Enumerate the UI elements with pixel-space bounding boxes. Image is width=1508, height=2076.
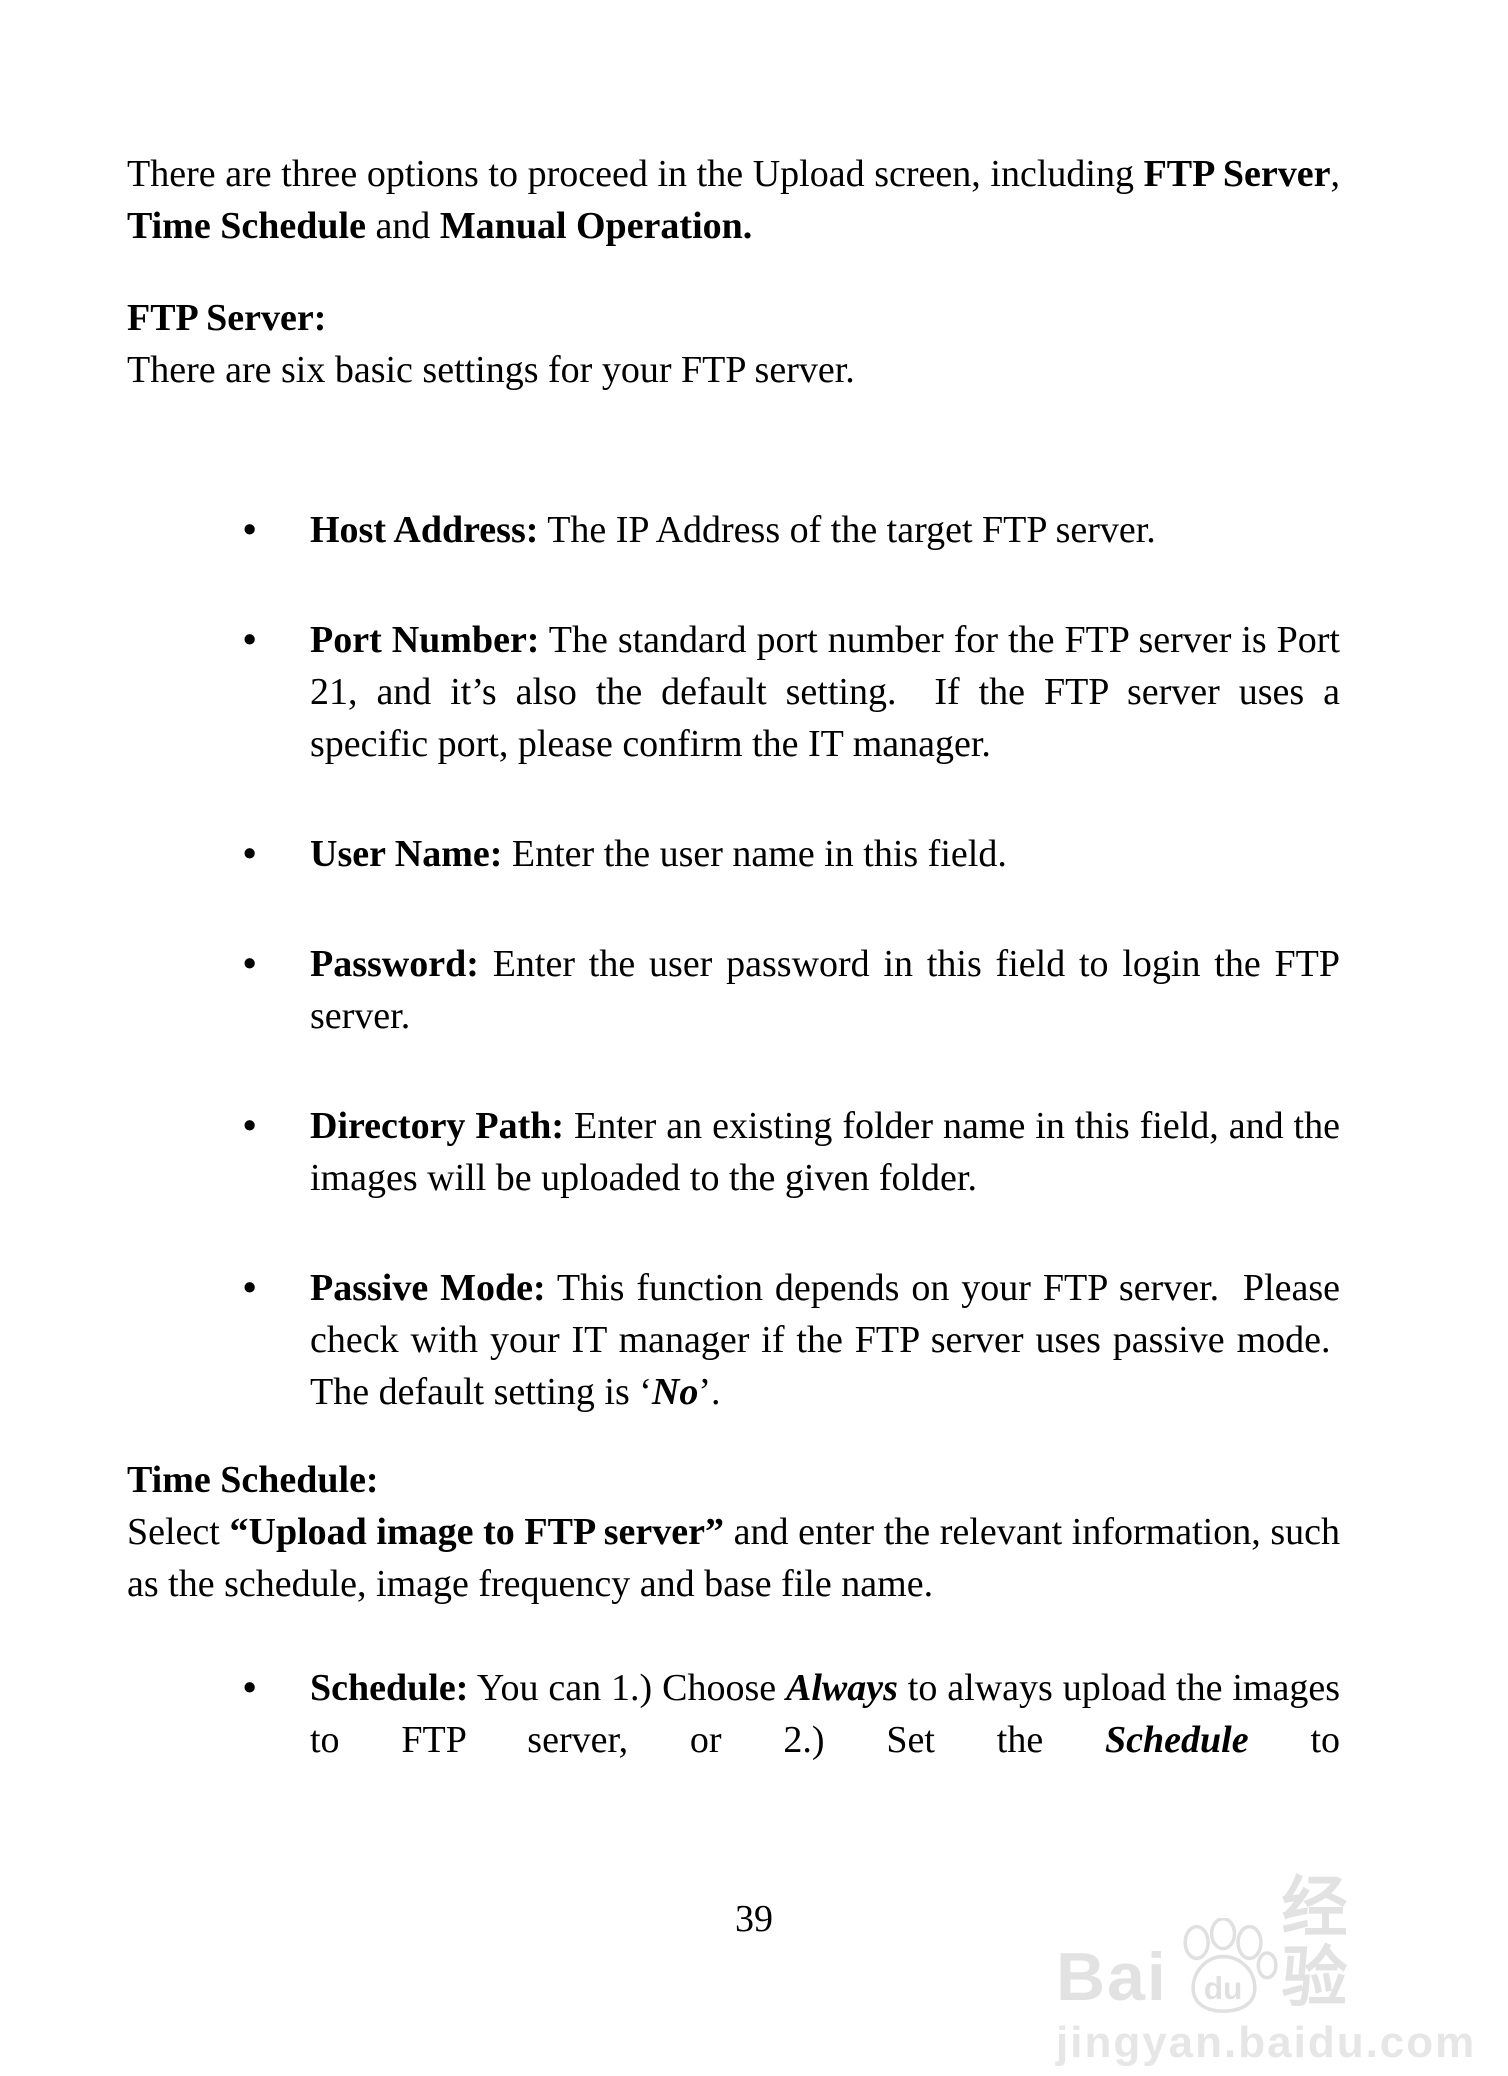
bullet-port-number: Port Number: The standard port number fo… bbox=[127, 614, 1340, 770]
bullet-user-name: User Name: Enter the user name in this f… bbox=[127, 828, 1340, 880]
time-schedule-heading: Time Schedule: bbox=[127, 1459, 379, 1501]
text-run: FTP Server bbox=[1143, 153, 1331, 195]
text-run: Enter the user name in this field. bbox=[502, 833, 1007, 875]
baidu-paw-du-text: du bbox=[1204, 1970, 1243, 2006]
baidu-watermark-url: jingyan.baidu.com bbox=[1056, 2018, 1477, 2067]
text-run: ’. bbox=[698, 1371, 721, 1413]
bullet-passive-mode: Passive Mode: This function depends on y… bbox=[127, 1262, 1340, 1418]
baidu-logo: Bai du 经验 bbox=[1056, 1870, 1416, 2015]
bullet-host-address: Host Address: The IP Address of the targ… bbox=[127, 504, 1340, 556]
baidu-jingyan-text: 经验 bbox=[1281, 1870, 1352, 2014]
page-content: There are three options to proceed in th… bbox=[127, 148, 1340, 1766]
text-run: There are three options to proceed in th… bbox=[127, 153, 1144, 195]
text-run: Directory Path: bbox=[310, 1105, 565, 1147]
bullet-directory-path: Directory Path: Enter an existing folder… bbox=[127, 1100, 1340, 1204]
text-run: Password: bbox=[310, 943, 479, 985]
text-run: The standard port number for the FTP ser… bbox=[310, 619, 1340, 765]
text-run: The IP Address of the target FTP server. bbox=[538, 509, 1156, 551]
bullet-schedule: Schedule: You can 1.) Choose Always to a… bbox=[127, 1662, 1340, 1766]
text-run: Schedule: bbox=[310, 1667, 469, 1709]
text-run: User Name: bbox=[310, 833, 503, 875]
time-schedule-list: Schedule: You can 1.) Choose Always to a… bbox=[127, 1662, 1340, 1766]
text-run: Passive Mode: bbox=[310, 1267, 546, 1309]
text-run: This function depends on your FTP server… bbox=[310, 1267, 1341, 1413]
text-run: Port Number: bbox=[310, 619, 540, 661]
text-run: You can 1.) Choose bbox=[468, 1667, 786, 1709]
baidu-paw-icon: du bbox=[1183, 1918, 1278, 2013]
text-run: Time Schedule bbox=[127, 205, 366, 247]
text-run: Enter the user password in this field to… bbox=[310, 943, 1340, 1037]
time-schedule-paragraph: Select “Upload image to FTP server” and … bbox=[127, 1506, 1340, 1610]
ftp-settings-list: Host Address: The IP Address of the targ… bbox=[127, 504, 1340, 1418]
text-run: and enter the relevant information, such… bbox=[127, 1511, 1340, 1605]
text-run: , bbox=[1330, 153, 1341, 195]
text-run: to always upload the images to FTP serve… bbox=[310, 1667, 1340, 1761]
text-run: Always bbox=[786, 1667, 898, 1709]
ftp-server-heading: FTP Server: bbox=[127, 297, 327, 339]
bullet-password: Password: Enter the user password in thi… bbox=[127, 938, 1340, 1042]
text-run: No bbox=[651, 1371, 699, 1413]
baidu-logo-text: Bai bbox=[1056, 1939, 1168, 2015]
text-run: Select bbox=[127, 1511, 230, 1553]
text-run: to bbox=[1248, 1719, 1340, 1761]
intro-paragraph: There are three options to proceed in th… bbox=[127, 148, 1340, 252]
text-run: “Upload image to FTP server” bbox=[229, 1511, 724, 1553]
baidu-watermark: Bai du 经验 jingyan.baidu.com bbox=[1056, 1870, 1477, 2068]
ftp-server-subheading: There are six basic settings for your FT… bbox=[127, 349, 855, 391]
text-run: and bbox=[365, 205, 440, 247]
text-run: Schedule bbox=[1105, 1719, 1249, 1761]
text-run: Manual Operation. bbox=[439, 205, 753, 247]
text-run: Host Address: bbox=[310, 509, 539, 551]
page-number: 39 bbox=[735, 1898, 773, 1940]
text-run: Enter an existing folder name in this fi… bbox=[310, 1105, 1340, 1199]
